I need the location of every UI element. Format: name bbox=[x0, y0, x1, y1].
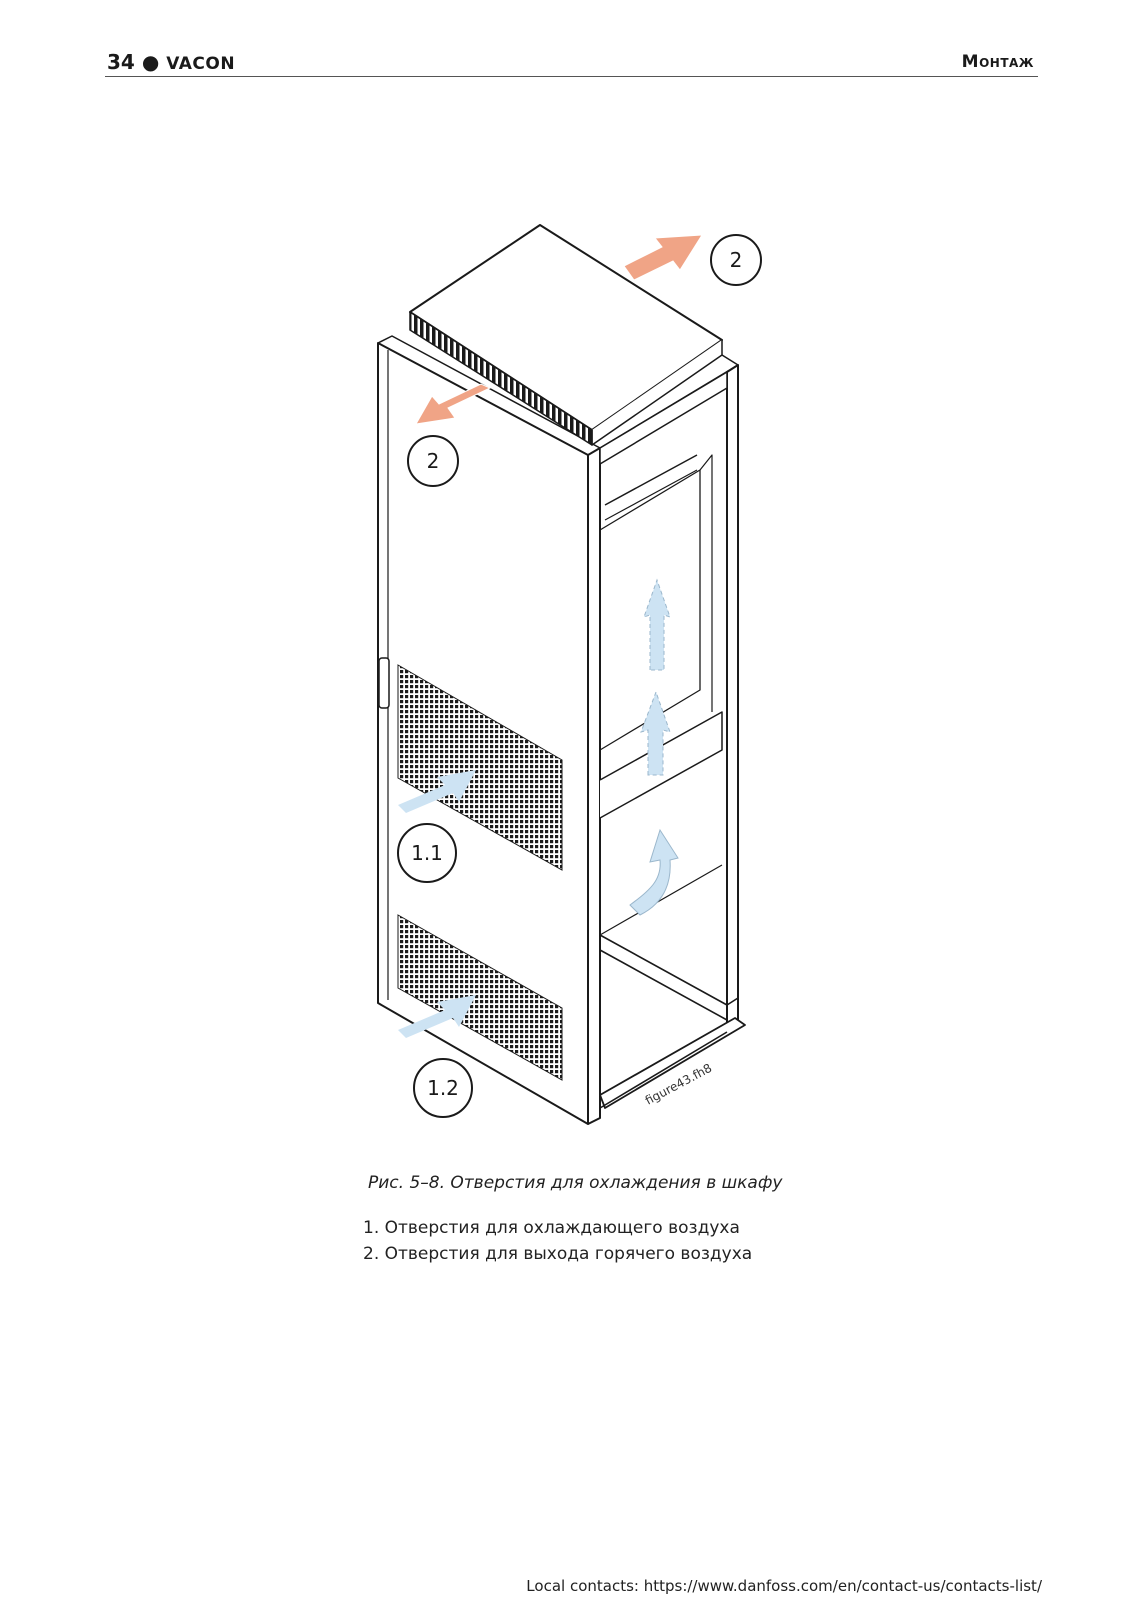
footer-contacts: Local contacts: https://www.danfoss.com/… bbox=[526, 1577, 1042, 1595]
lower-intake-grille bbox=[397, 914, 563, 1081]
page-number: 34 bbox=[107, 50, 135, 74]
upper-intake-grille bbox=[397, 664, 563, 871]
frame-front-left-post bbox=[587, 447, 601, 1125]
hot-air-arrow-left bbox=[415, 383, 492, 425]
figure-legend: 1. Отверстия для охлаждающего воздуха 2.… bbox=[363, 1215, 752, 1267]
callout-label-hot-top: 2 bbox=[730, 248, 743, 272]
hot-air-arrows bbox=[415, 234, 703, 425]
callout-label-intake-lower: 1.2 bbox=[427, 1076, 459, 1100]
page-header: 34 ● VACON Монтаж bbox=[105, 50, 1038, 77]
figure-caption: Рис. 5–8. Отверстия для охлаждения в шка… bbox=[368, 1173, 783, 1193]
header-brand: VACON bbox=[166, 54, 236, 74]
callout-label-intake-upper: 1.1 bbox=[411, 841, 443, 865]
header-left: 34 ● VACON bbox=[107, 50, 235, 74]
hot-air-arrow-top bbox=[623, 234, 703, 281]
cool-air-arrow-lower bbox=[398, 995, 476, 1038]
internal-airflow-arrow-bottom bbox=[629, 828, 679, 916]
cool-air-arrow-upper bbox=[398, 770, 476, 813]
legend-item-exhaust: 2. Отверстия для выхода горячего воздуха bbox=[363, 1244, 753, 1264]
internal-airflow-arrow-top bbox=[643, 578, 671, 671]
roof-fin-vent bbox=[409, 311, 593, 446]
header-separator: ● bbox=[141, 50, 160, 74]
callouts: 2 2 1.1 1.2 bbox=[397, 234, 762, 1118]
frame-right-post bbox=[726, 364, 739, 1033]
callout-label-hot-left: 2 bbox=[427, 449, 440, 473]
legend-item-intake: 1. Отверстия для охлаждающего воздуха bbox=[363, 1218, 740, 1238]
internal-airflow-arrow-mid bbox=[640, 690, 671, 776]
door-handle bbox=[378, 657, 390, 709]
cool-air-arrows bbox=[398, 578, 679, 1038]
section-title: Монтаж bbox=[961, 52, 1034, 72]
